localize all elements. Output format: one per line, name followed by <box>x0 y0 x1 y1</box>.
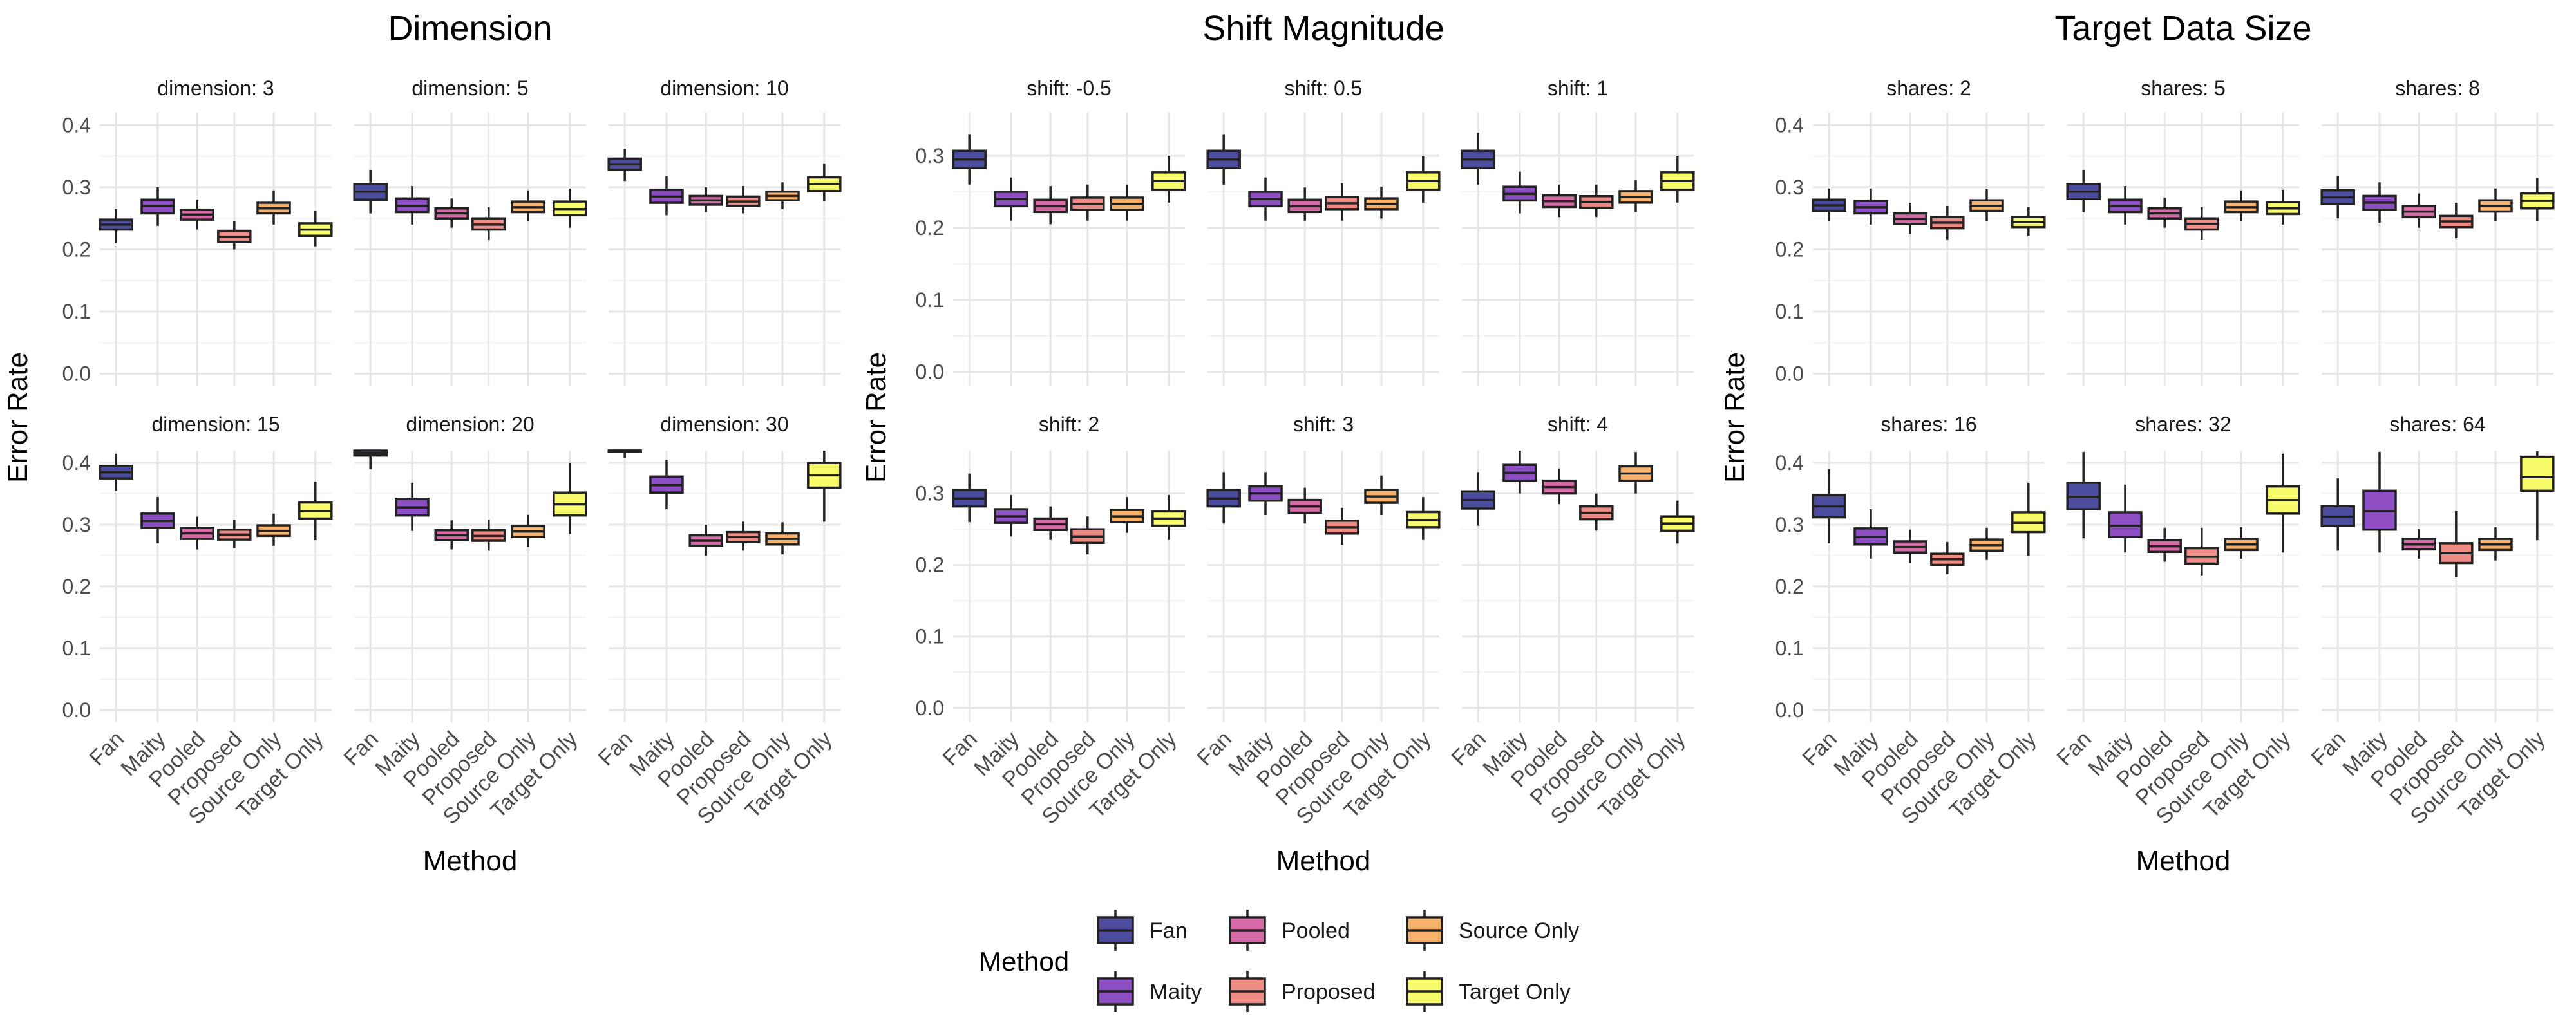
y-tick-label: 0.4 <box>1776 113 1804 136</box>
panel-strip-label: shift: 4 <box>1548 413 1608 436</box>
panel-strip-label: dimension: 10 <box>660 77 788 100</box>
x-axis-label: Method <box>2136 845 2231 877</box>
panel-strip-label: shares: 8 <box>2395 77 2480 100</box>
y-tick-label: 0.2 <box>916 216 944 239</box>
y-tick-label: 0.3 <box>62 513 91 536</box>
y-tick-label: 0.3 <box>62 176 91 199</box>
y-axis-label: Error Rate <box>860 352 892 483</box>
legend-label: Pooled <box>1282 919 1350 943</box>
y-tick-label: 0.1 <box>62 300 91 323</box>
y-tick-label: 0.2 <box>916 554 944 577</box>
y-axis-label: Error Rate <box>1719 352 1750 483</box>
y-tick-label: 0.1 <box>1776 300 1804 323</box>
y-tick-label: 0.2 <box>62 575 91 598</box>
panel-strip-label: shift: 0.5 <box>1285 77 1363 100</box>
y-tick-label: 0.3 <box>1776 176 1804 199</box>
panel-strip-label: dimension: 5 <box>412 77 528 100</box>
y-tick-label: 0.4 <box>62 113 91 136</box>
legend-label: Proposed <box>1282 980 1376 1004</box>
group-title: Target Data Size <box>2054 9 2311 48</box>
y-tick-label: 0.0 <box>1776 698 1804 722</box>
y-tick-label: 0.1 <box>916 288 944 312</box>
y-tick-label: 0.1 <box>62 637 91 660</box>
panel-strip-label: shares: 32 <box>2135 413 2231 436</box>
panel-strip-label: shares: 2 <box>1886 77 1971 100</box>
panel-strip-label: dimension: 20 <box>406 413 534 436</box>
panel-strip-label: dimension: 30 <box>660 413 788 436</box>
y-tick-label: 0.0 <box>62 698 91 722</box>
panel-strip-label: shares: 5 <box>2141 77 2226 100</box>
panel-strip-label: dimension: 3 <box>157 77 274 100</box>
box-iqr <box>2108 511 2143 539</box>
y-tick-label: 0.4 <box>62 451 91 474</box>
y-tick-label: 0.3 <box>916 144 944 167</box>
y-tick-label: 0.3 <box>916 482 944 505</box>
y-tick-label: 0.2 <box>62 238 91 261</box>
y-tick-label: 0.2 <box>1776 238 1804 261</box>
y-tick-label: 0.1 <box>1776 637 1804 660</box>
group-title: Dimension <box>388 9 552 48</box>
group-title: Shift Magnitude <box>1202 9 1444 48</box>
y-tick-label: 0.0 <box>62 362 91 386</box>
legend-label: Fan <box>1150 919 1188 943</box>
panel-strip-label: dimension: 15 <box>151 413 279 436</box>
y-tick-label: 0.3 <box>1776 513 1804 536</box>
panel-strip-label: shift: 3 <box>1293 413 1354 436</box>
y-tick-label: 0.0 <box>916 360 944 384</box>
y-axis-label: Error Rate <box>2 352 33 483</box>
panel-strip-label: shares: 64 <box>2389 413 2485 436</box>
y-tick-label: 0.0 <box>916 697 944 720</box>
panel-strip-label: shift: 1 <box>1548 77 1608 100</box>
y-tick-label: 0.1 <box>916 625 944 648</box>
y-tick-label: 0.2 <box>1776 575 1804 598</box>
y-tick-label: 0.4 <box>1776 451 1804 474</box>
legend-label: Source Only <box>1459 919 1579 943</box>
legend-label: Target Only <box>1459 980 1571 1004</box>
panel-strip-label: shift: -0.5 <box>1027 77 1112 100</box>
legend-label: Maity <box>1150 980 1202 1004</box>
legend-title: Method <box>979 946 1069 977</box>
y-tick-label: 0.0 <box>1776 362 1804 386</box>
panel-strip-label: shift: 2 <box>1039 413 1099 436</box>
x-axis-label: Method <box>423 845 518 877</box>
panel-strip-label: shares: 16 <box>1880 413 1976 436</box>
box-iqr <box>2520 455 2555 492</box>
x-axis-label: Method <box>1276 845 1371 877</box>
